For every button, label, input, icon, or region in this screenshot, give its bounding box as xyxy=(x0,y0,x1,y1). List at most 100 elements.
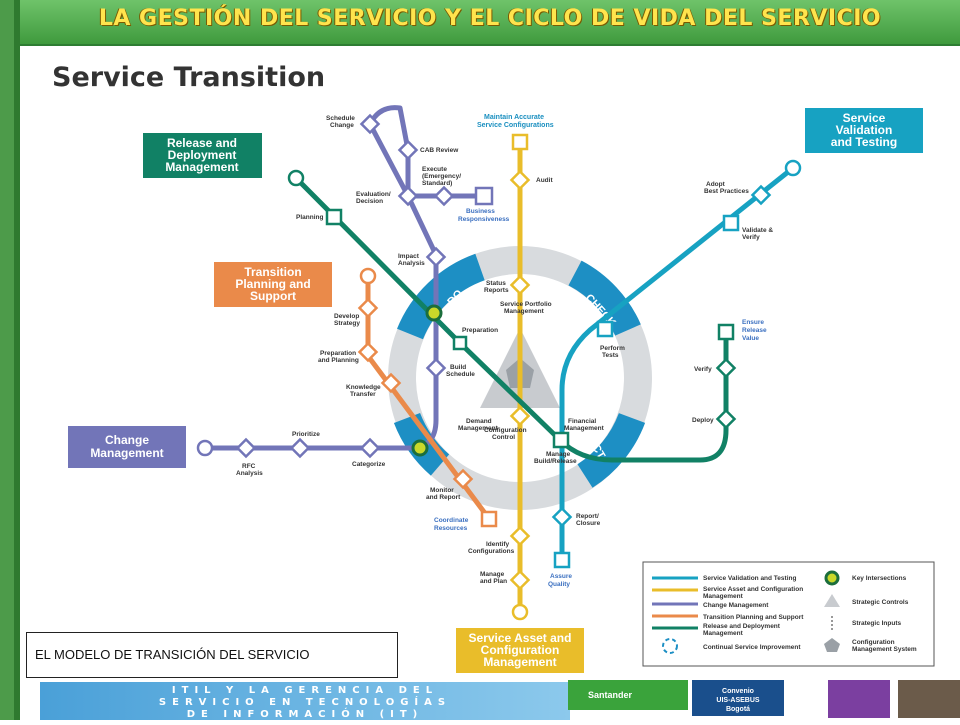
legend-key-intersection-icon xyxy=(824,570,840,586)
left-accent-stripe xyxy=(14,0,20,720)
station-planning xyxy=(325,208,343,226)
ring-check-arc xyxy=(568,260,641,337)
label-evaluation: Evaluation/Decision xyxy=(356,191,391,205)
station-business-responsiveness xyxy=(474,186,494,206)
box-tps xyxy=(214,262,332,307)
station-manage-build xyxy=(552,431,570,449)
station-release-start xyxy=(287,169,305,187)
box-sacm xyxy=(456,628,584,673)
station-knowledge xyxy=(380,372,402,394)
legend-box xyxy=(642,561,935,667)
station-ensure xyxy=(717,323,735,341)
station-prioritize xyxy=(289,437,311,459)
legend-label-key: Key Intersections xyxy=(852,575,907,582)
footer-photo-1 xyxy=(828,680,890,718)
label-audit: Audit xyxy=(536,177,553,184)
station-develop-strategy xyxy=(357,297,379,319)
station-rfc-analysis xyxy=(235,437,257,459)
legend-label-csi: Continual Service Improvement xyxy=(703,644,801,651)
legend-label-change: Change Management xyxy=(703,602,769,609)
footer-logo-santander-text: Santander xyxy=(588,690,633,700)
station-svt-start xyxy=(784,159,802,177)
station-build-schedule xyxy=(425,357,447,379)
station-adopt xyxy=(750,184,772,206)
caption-box: EL MODELO DE TRANSICIÓN DEL SERVICIO xyxy=(26,632,398,678)
legend-cms-icon xyxy=(824,638,840,652)
box-release-deployment xyxy=(143,133,262,178)
station-report-closure xyxy=(551,506,573,528)
station-identify xyxy=(509,525,531,547)
station-evaluation xyxy=(397,185,419,207)
diagram-title: Service Transition xyxy=(52,62,326,93)
station-coordinate xyxy=(480,510,498,528)
legend-label-inputs: Strategic Inputs xyxy=(852,620,902,627)
legend-label-tps: Transition Planning and Support xyxy=(703,614,804,621)
key-intersection-plan xyxy=(411,439,429,457)
station-maintain xyxy=(511,133,529,151)
station-prep-planning xyxy=(357,341,379,363)
station-manage-plan xyxy=(509,569,531,591)
box-svt xyxy=(805,108,923,153)
station-impact-analysis xyxy=(425,246,447,268)
label-prioritize: Prioritize xyxy=(292,431,320,438)
station-execute xyxy=(433,185,455,207)
slide-header: LA GESTIÓN DEL SERVICIO Y EL CICLO DE VI… xyxy=(20,0,960,46)
label-execute: Execute(Emergency/Standard) xyxy=(422,166,461,187)
station-monitor xyxy=(452,468,474,490)
footer-banner-line-2: SERVICIO EN TECNOLOGÍAS xyxy=(159,695,451,708)
legend-strategic-controls-icon xyxy=(824,594,840,607)
left-accent-bar xyxy=(0,0,14,720)
slide-title: LA GESTIÓN DEL SERVICIO Y EL CICLO DE VI… xyxy=(98,6,882,31)
line-svt xyxy=(559,165,796,563)
line-release-deployment xyxy=(293,175,729,463)
stations xyxy=(196,113,802,621)
station-validate xyxy=(722,214,740,232)
caption-text: EL MODELO DE TRANSICIÓN DEL SERVICIO xyxy=(35,647,310,662)
footer-photo-2 xyxy=(898,680,960,718)
station-schedule-change xyxy=(359,113,381,135)
footer-logo-convenio-text-2: UIS-ASEBUS xyxy=(716,697,760,704)
station-audit xyxy=(509,169,531,191)
key-intersection-do xyxy=(425,304,443,322)
box-change xyxy=(68,426,186,468)
label-verify: Verify xyxy=(694,366,712,373)
station-change-start xyxy=(196,439,214,457)
label-cab-review: CAB Review xyxy=(420,147,459,154)
legend: Service Validation and Testing Service A… xyxy=(642,561,935,667)
footer-logo-convenio-text-3: Bogotá xyxy=(725,706,751,713)
ring-act-arc xyxy=(577,412,646,488)
footer-logo-convenio-text-1: Convenio xyxy=(722,688,754,695)
label-report-closure: Report/Closure xyxy=(576,513,601,527)
station-preparation xyxy=(452,335,468,351)
legend-label-controls: Strategic Controls xyxy=(852,599,909,606)
label-planning: Planning xyxy=(296,214,323,221)
footer-banner-line-3: DE INFORMACIÓN (IT) xyxy=(187,707,424,720)
